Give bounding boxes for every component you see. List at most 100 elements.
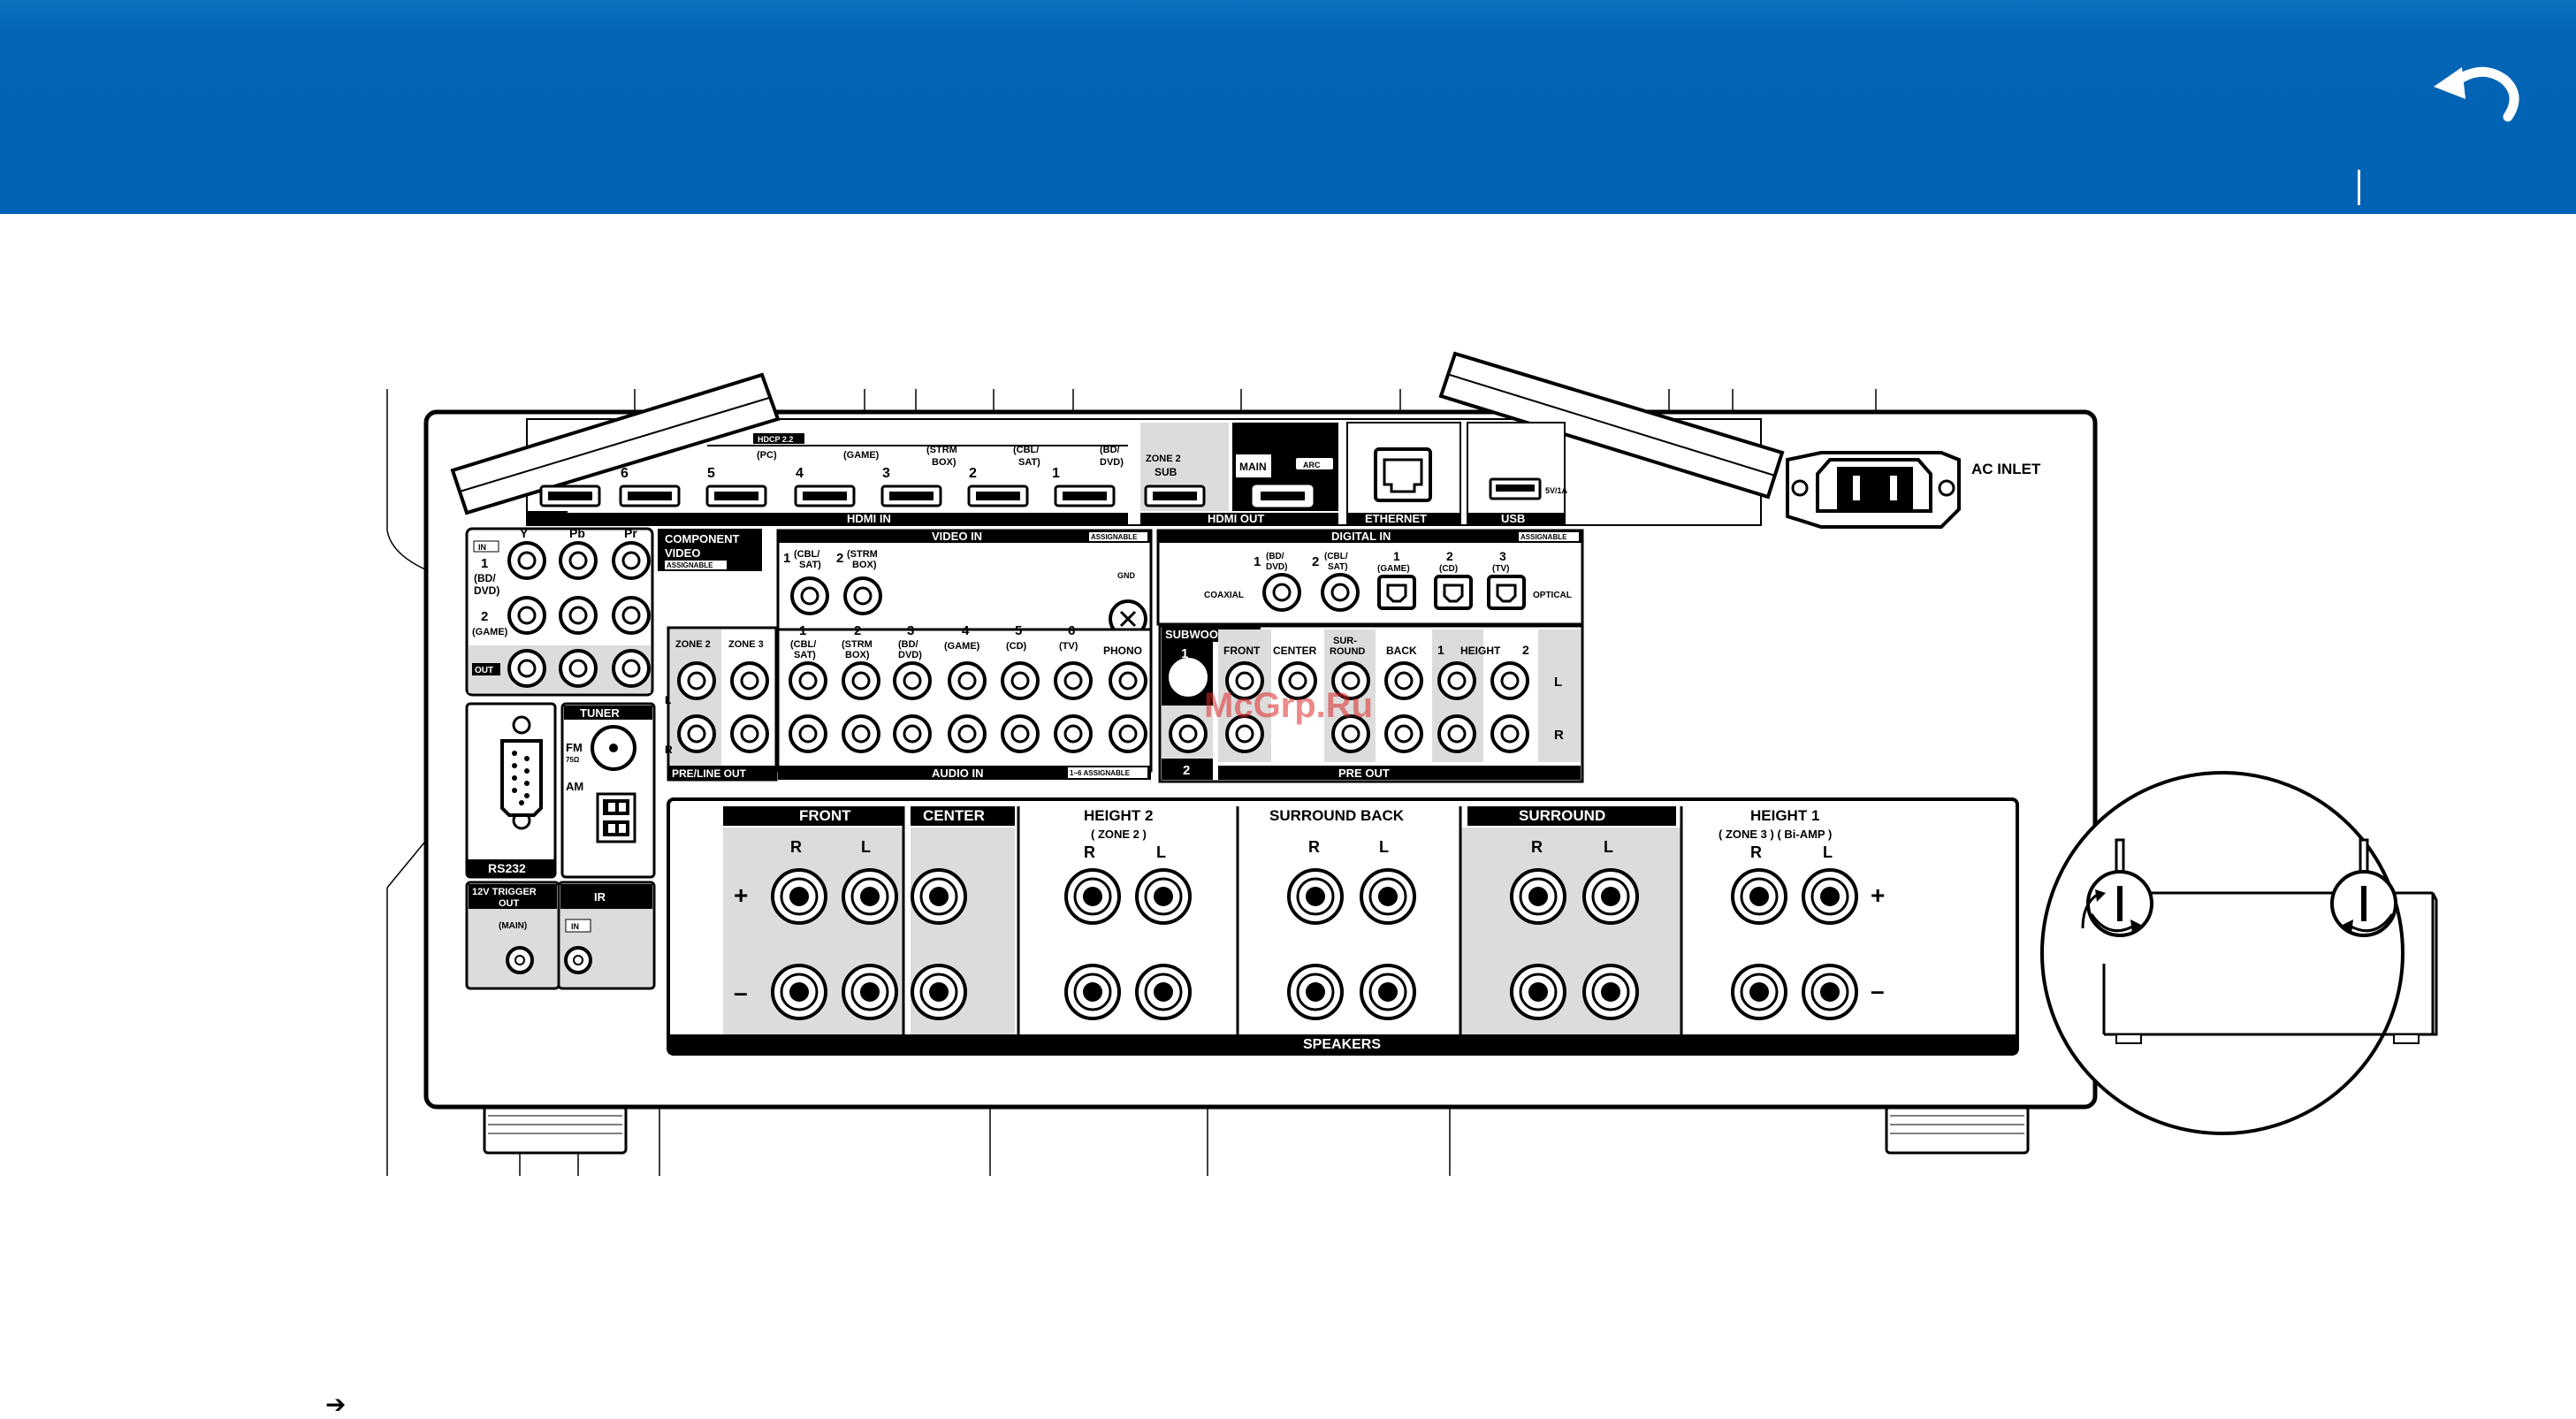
- usb-label: USB: [1501, 512, 1525, 525]
- video-in-2-sub1: (STRM: [847, 549, 878, 560]
- rs232-port[interactable]: [500, 739, 543, 817]
- rs232-section: RS232: [465, 702, 557, 879]
- component-1: 1: [481, 556, 488, 571]
- ac-inlet-section: AC INLET: [1786, 451, 2041, 529]
- hdmi-in-2-sub1: (CBL/: [1013, 445, 1039, 455]
- pre-out-title: PRE OUT: [1338, 767, 1390, 780]
- height1-l: L: [1823, 843, 1833, 861]
- digital-in-section: DIGITAL IN ASSIGNABLE COAXIAL OPTICAL 1 …: [1156, 529, 1584, 626]
- video-in-jacks[interactable]: [790, 576, 882, 615]
- video-in-1-sub1: (CBL/: [794, 549, 819, 560]
- audio-in-jacks[interactable]: [789, 661, 1147, 753]
- hdmi-in-3-label: 3: [882, 466, 890, 481]
- hdmi-in-2-sub2: SAT): [1018, 457, 1040, 468]
- component-jacks[interactable]: [507, 541, 651, 688]
- digital-opt-1: 1: [1393, 549, 1400, 563]
- ethernet-section: ETHERNET: [1346, 422, 1461, 526]
- pre-out-l: L: [1554, 675, 1562, 690]
- audio-in-3-sub2: DVD): [898, 650, 922, 660]
- front-r: R: [790, 838, 802, 856]
- hdmi-out-sub: SUB: [1155, 466, 1177, 478]
- speaker-surround-label: SURROUND: [1519, 807, 1605, 824]
- hdmi-in-1-sub2: DVD): [1100, 457, 1124, 468]
- pre-out-center: CENTER: [1273, 645, 1317, 657]
- hdmi-out-arc: ARC: [1303, 461, 1321, 469]
- trigger-label-1: 12V TRIGGER: [472, 887, 537, 897]
- audio-in-3: 3: [907, 623, 914, 638]
- digital-opt-1-sub: (GAME): [1377, 564, 1410, 574]
- ac-inlet-label: AC INLET: [1971, 461, 2041, 477]
- pre-out-sur2: ROUND: [1330, 646, 1365, 657]
- height1-r: R: [1750, 843, 1762, 861]
- pre-line-jacks[interactable]: [677, 661, 769, 753]
- pre-out-r: R: [1554, 728, 1564, 743]
- component-label-2: VIDEO: [665, 546, 700, 560]
- subwoofer-1: 1: [1181, 646, 1188, 661]
- tuner-label: TUNER: [580, 706, 620, 720]
- pre-out-h1: 1: [1437, 643, 1444, 657]
- ethernet-label: ETHERNET: [1365, 512, 1427, 525]
- pre-out-section: SUBWOOFER 1 2 PRE OUT FRONT CENTER SUR- …: [1158, 624, 1584, 783]
- component-out-tag: OUT: [475, 666, 493, 675]
- video-in-assignable: ASSIGNABLE: [1091, 533, 1138, 541]
- ac-inlet-socket[interactable]: [1837, 467, 1913, 511]
- digital-opt-2: 2: [1446, 549, 1453, 563]
- audio-in-4: 4: [962, 623, 970, 638]
- component-1-sub1: (BD/: [474, 572, 496, 584]
- audio-in-1-sub1: (CBL/: [790, 639, 816, 650]
- trigger-main-label: (MAIN): [499, 921, 527, 931]
- component-1-sub2: DVD): [474, 584, 499, 597]
- wireless-antennas: [450, 351, 1785, 515]
- digital-opt-3-sub: (TV): [1492, 564, 1509, 574]
- audio-in-2: 2: [854, 623, 861, 638]
- digital-coax-1: 1: [1254, 554, 1261, 569]
- zone3-pre-label: ZONE 3: [728, 639, 764, 650]
- video-audio-in-section: VIDEO IN ASSIGNABLE 1 (CBL/ SAT) 2 (STRM…: [776, 529, 1153, 780]
- tuner-section: TUNER FM 75Ω AM: [560, 702, 656, 879]
- surround-l: L: [1604, 838, 1613, 856]
- speaker-height2-label: HEIGHT 2: [1084, 807, 1153, 824]
- digital-assignable: ASSIGNABLE: [1520, 533, 1567, 541]
- component-label-1: COMPONENT: [665, 532, 740, 545]
- header-bar: [0, 0, 2576, 214]
- component-pr: Pr: [624, 526, 637, 540]
- hdmi-in-3-sub2: BOX): [932, 457, 956, 468]
- audio-in-1-sub2: SAT): [794, 650, 816, 660]
- hdmi-out-main: MAIN: [1239, 461, 1267, 473]
- pre-line-l: L: [665, 694, 671, 706]
- rs232-label: RS232: [488, 861, 526, 875]
- ir-in-tag: IN: [571, 922, 579, 931]
- speakers-title: SPEAKERS: [1303, 1037, 1381, 1052]
- front-l: L: [861, 838, 871, 856]
- audio-in-assignable: 1~6 ASSIGNABLE: [1070, 769, 1131, 777]
- speaker-front-label: FRONT: [799, 807, 851, 824]
- hdmi-in-ports[interactable]: [539, 484, 1116, 507]
- digital-in-title: DIGITAL IN: [1331, 530, 1391, 543]
- hdmi-in-3-sub1: (STRM: [926, 445, 957, 455]
- audio-in-6-sub: (TV): [1059, 641, 1078, 652]
- return-arrow-icon[interactable]: [2427, 55, 2533, 134]
- audio-in-5-sub: (CD): [1006, 641, 1027, 652]
- hdmi-in-5-label: 5: [707, 466, 715, 481]
- am-label: AM: [566, 780, 583, 793]
- speaker-terminals[interactable]: [771, 868, 1858, 1020]
- speakers-section: SPEAKERS FRONT CENTER HEIGHT 2 ( ZONE 2 …: [667, 797, 2019, 1056]
- audio-in-3-sub1: (BD/: [898, 639, 918, 650]
- speakers-minus-left: –: [734, 979, 748, 1006]
- ir-label: IR: [594, 890, 606, 904]
- optical-jacks[interactable]: [1377, 575, 1526, 610]
- pre-out-jacks[interactable]: [1169, 658, 1529, 753]
- chassis-feet: [483, 1105, 2030, 1155]
- digital-coax-2-sub2: SAT): [1328, 562, 1348, 572]
- usb-power-label: 5V/1A: [1545, 486, 1568, 495]
- hdmi-in-1-label: 1: [1052, 466, 1060, 481]
- zone2-pre-label: ZONE 2: [675, 639, 711, 650]
- audio-in-2-sub2: BOX): [845, 650, 870, 660]
- video-in-1-sub2: SAT): [799, 560, 821, 570]
- coaxial-jacks[interactable]: [1262, 573, 1360, 612]
- speaker-height1-sub: ( ZONE 3 ) ( Bi-AMP ): [1719, 828, 1832, 841]
- right-arrow-icon[interactable]: ➔: [325, 1390, 347, 1419]
- pre-out-h2: 2: [1522, 643, 1529, 657]
- video-in-1: 1: [783, 551, 790, 566]
